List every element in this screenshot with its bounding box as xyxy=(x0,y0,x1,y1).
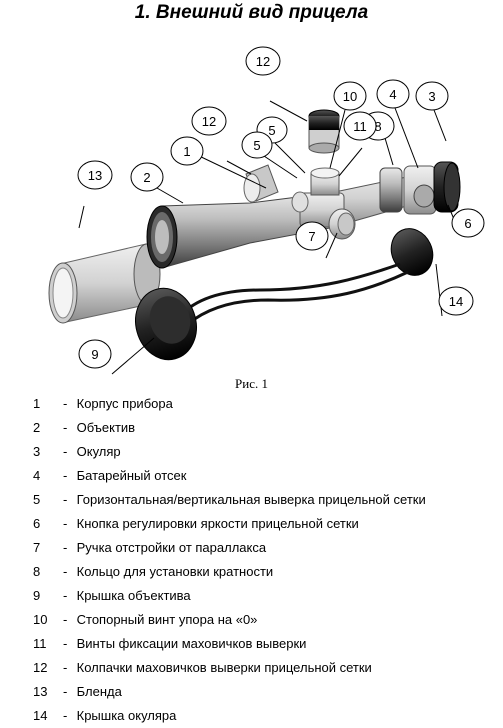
legend-item-number: 9 xyxy=(33,588,41,603)
legend-item-label: Крышка объектива xyxy=(76,588,191,603)
legend-item-number: 4 xyxy=(33,468,41,483)
legend-item: 5 - Горизонтальная/вертикальная выверка п… xyxy=(33,488,493,512)
parts-legend: 1- Корпус прибора 2- Объектив 3- Окуляр … xyxy=(33,392,493,728)
legend-item-number: 2 xyxy=(33,420,41,435)
legend-item-label: Батарейный отсек xyxy=(76,468,187,483)
legend-item: 9 - Крышка объектива xyxy=(33,584,493,608)
legend-item-label: Стопорный винт упора на «0» xyxy=(76,612,258,627)
legend-item-number: 1 xyxy=(33,396,41,411)
legend-item-separator: - xyxy=(63,660,68,675)
legend-item-separator: - xyxy=(63,612,68,627)
legend-item-separator: - xyxy=(63,444,68,459)
legend-item-number: 14 xyxy=(33,708,48,723)
callout-14: 14 xyxy=(438,286,474,316)
scope-figure: 1 2 3 4 5 5 6 7 8 9 10 11 12 12 13 14 xyxy=(0,28,503,378)
legend-item: 4 - Батарейный отсек xyxy=(33,464,493,488)
callout-12-lower: 12 xyxy=(191,106,227,136)
legend-item-separator: - xyxy=(63,564,68,579)
legend-item: 11 - Винты фиксации маховичков выверки xyxy=(33,632,493,656)
eyepiece-cover-part xyxy=(178,228,434,326)
svg-text:8: 8 xyxy=(374,119,381,134)
legend-item-number: 10 xyxy=(33,612,48,627)
legend-item: 13- Бленда xyxy=(33,680,493,704)
figure-caption: Рис. 1 xyxy=(235,376,268,391)
svg-text:7: 7 xyxy=(308,229,315,244)
turret-part xyxy=(291,167,356,240)
legend-item-label: Горизонтальная/вертикальная выверка приц… xyxy=(76,492,426,507)
callout-2: 2 xyxy=(130,162,164,192)
legend-item: 1 - Корпус прибора xyxy=(33,392,493,416)
legend-item-label: Винты фиксации маховичков выверки xyxy=(76,636,307,651)
svg-text:2: 2 xyxy=(143,170,150,185)
callout-1: 1 xyxy=(170,136,204,166)
callout-5-lower: 5 xyxy=(241,131,273,159)
eyepiece-part xyxy=(379,161,461,215)
legend-item-label: Крышка окуляра xyxy=(76,708,177,723)
legend-item-separator: - xyxy=(63,684,68,699)
legend-item-label: Кнопка регулировки яркости прицельной се… xyxy=(76,516,359,531)
legend-item-separator: - xyxy=(63,708,68,723)
legend-item-separator: - xyxy=(63,396,68,411)
legend-item-separator: - xyxy=(63,492,68,507)
legend-item-separator: - xyxy=(63,420,68,435)
legend-item-separator: - xyxy=(63,468,68,483)
legend-item-separator: - xyxy=(63,588,68,603)
legend-item-label: Бленда xyxy=(76,684,122,699)
callout-10: 10 xyxy=(333,81,367,111)
legend-item-label: Корпус прибора xyxy=(76,396,173,411)
legend-item-separator: - xyxy=(63,516,68,531)
svg-text:12: 12 xyxy=(256,54,270,69)
legend-item-number: 6 xyxy=(33,516,41,531)
legend-item-number: 13 xyxy=(33,684,48,699)
legend-item-label: Объектив xyxy=(76,420,136,435)
callout-11: 11 xyxy=(343,111,377,141)
legend-item: 3 - Окуляр xyxy=(33,440,493,464)
legend-item-number: 11 xyxy=(33,636,47,651)
svg-text:4: 4 xyxy=(389,87,396,102)
legend-item-number: 12 xyxy=(33,660,48,675)
legend-item-number: 7 xyxy=(33,540,41,555)
callout-6: 6 xyxy=(451,208,485,238)
svg-text:5: 5 xyxy=(268,123,275,138)
objective-cover-part xyxy=(135,287,197,361)
callout-7: 7 xyxy=(295,221,329,251)
page-title: 1. Внешний вид прицела xyxy=(134,2,369,23)
callout-9: 9 xyxy=(78,339,112,369)
legend-item: 8 - Кольцо для установки кратности xyxy=(33,560,493,584)
legend-item: 12- Колпачки маховичков выверки прицельн… xyxy=(33,656,493,680)
svg-text:11: 11 xyxy=(353,119,367,134)
svg-text:14: 14 xyxy=(449,294,463,309)
legend-item: 14- Крышка окуляра xyxy=(33,704,493,728)
legend-item-label: Окуляр xyxy=(76,444,121,459)
svg-text:6: 6 xyxy=(464,216,471,231)
svg-text:3: 3 xyxy=(428,89,435,104)
svg-text:12: 12 xyxy=(202,114,216,129)
svg-text:10: 10 xyxy=(343,89,357,104)
turret-caps-part xyxy=(243,109,340,203)
legend-item-number: 8 xyxy=(33,564,41,579)
svg-text:9: 9 xyxy=(91,347,98,362)
callout-13: 13 xyxy=(77,160,113,190)
legend-item: 2 - Объектив xyxy=(33,416,493,440)
svg-text:13: 13 xyxy=(88,168,102,183)
legend-item: 7 - Ручка отстройки от параллакса xyxy=(33,536,493,560)
legend-item: 10- Стопорный винт упора на «0» xyxy=(33,608,493,632)
callout-3: 3 xyxy=(415,81,449,111)
legend-item-number: 3 xyxy=(33,444,41,459)
svg-text:5: 5 xyxy=(253,138,260,153)
callouts: 1 2 3 4 5 5 6 7 8 9 10 11 12 12 13 14 xyxy=(77,46,485,369)
legend-item-label: Колпачки маховичков выверки прицельной с… xyxy=(76,660,372,675)
legend-item-separator: - xyxy=(63,636,68,651)
legend-item-label: Ручка отстройки от параллакса xyxy=(76,540,267,555)
legend-item-label: Кольцо для установки кратности xyxy=(76,564,274,579)
legend-item-number: 5 xyxy=(33,492,41,507)
leader-lines xyxy=(78,100,457,375)
callout-4: 4 xyxy=(376,79,410,109)
legend-item: 6 - Кнопка регулировки яркости прицельной… xyxy=(33,512,493,536)
legend-item-separator: - xyxy=(63,540,68,555)
callout-12-upper: 12 xyxy=(245,46,281,76)
svg-text:1: 1 xyxy=(183,144,190,159)
